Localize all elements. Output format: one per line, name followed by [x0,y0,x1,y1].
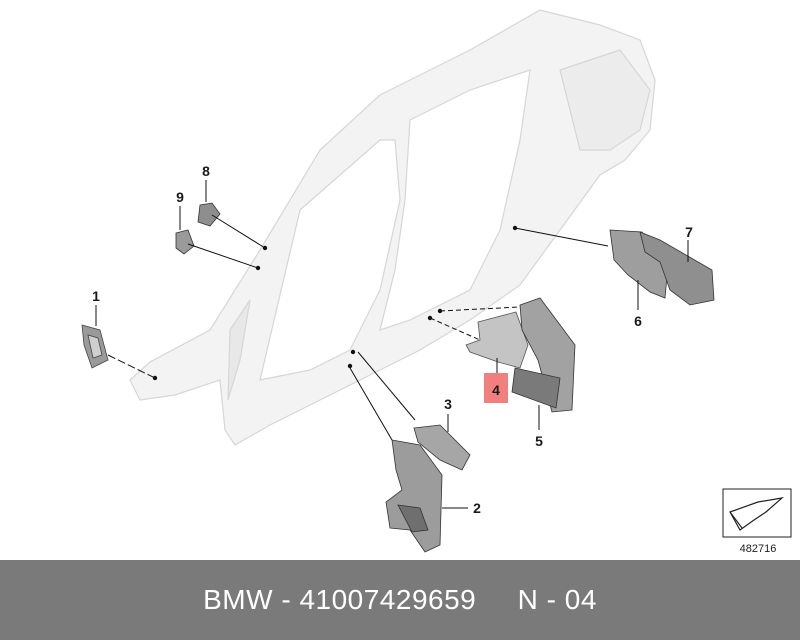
leader-lines [107,214,609,441]
footer-position: N - 04 [517,584,597,615]
diagram-canvas: 1 2 3 4 5 6 7 8 9 482716 [81,9,792,555]
part-2-insert [385,439,443,553]
callout-7: 7 [685,224,693,240]
callout-4: 4 [492,382,500,398]
callout-9: 9 [176,189,184,205]
callout-2: 2 [473,500,481,516]
callout-8: 8 [202,163,210,179]
part-1-bracket [81,324,109,369]
footer-part-number: 41007429659 [299,584,477,615]
attachment-points [152,225,518,381]
part-9-clip [175,229,195,255]
callout-1: 1 [92,288,100,304]
callout-6: 6 [634,313,642,329]
part-4-insert [465,311,529,369]
reference-number: 482716 [740,543,777,555]
callout-5: 5 [535,433,543,449]
parts-diagram: 1 2 3 4 5 6 7 8 9 482716 [81,9,792,555]
direction-arrow-icon [729,497,784,531]
footer-separator: - [273,584,300,615]
callout-4-highlight [484,373,508,403]
body-side-frame [129,9,656,446]
part-3-insert [413,424,471,471]
footer-brand: BMW [203,584,274,615]
part-7-insert [639,231,715,306]
footer-gap [476,584,517,616]
footer-bar: BMW - 41007429659 N - 04 [0,560,800,640]
part-5-insert [511,297,576,413]
callout-ticks [95,180,689,509]
part-8-clip [197,202,221,227]
reference-box [722,488,792,538]
callout-3: 3 [444,396,452,412]
